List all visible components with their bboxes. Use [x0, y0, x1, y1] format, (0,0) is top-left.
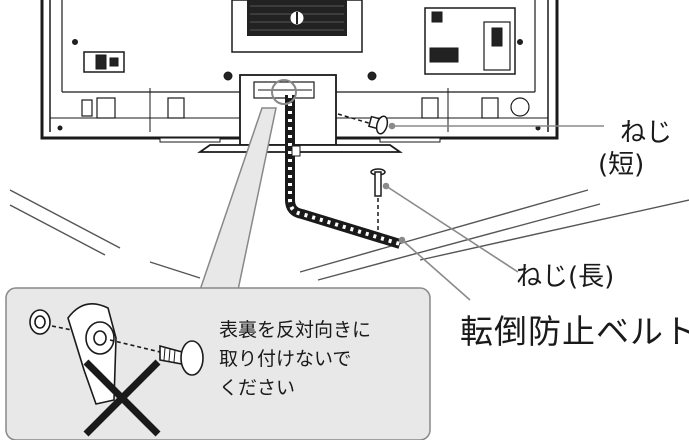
- screw-short-label: ねじ: [620, 118, 673, 148]
- tv-back: [40, 0, 559, 140]
- callout-line: ください: [219, 377, 296, 399]
- long-screw: [370, 168, 386, 238]
- callout-illustration: [29, 302, 204, 405]
- anti-tip-belt-label: 転倒防止ベルト: [460, 312, 689, 351]
- leader-lines: [382, 122, 604, 301]
- floor-lines: [9, 189, 689, 281]
- callout-warning-text: 表裏を反対向きに 取り付けないで ください: [219, 316, 371, 403]
- anti-tip-belt: [285, 95, 402, 249]
- callout-focus-circle: [271, 79, 297, 105]
- prohibited-x-mark: [83, 359, 161, 437]
- screw-short-size-label: (短): [598, 150, 645, 180]
- short-screw: [337, 113, 389, 135]
- callout-line: 取り付けないで: [219, 348, 352, 370]
- screw-long-label: ねじ(長): [516, 262, 615, 292]
- callout-line: 表裏を反対向きに: [219, 319, 372, 341]
